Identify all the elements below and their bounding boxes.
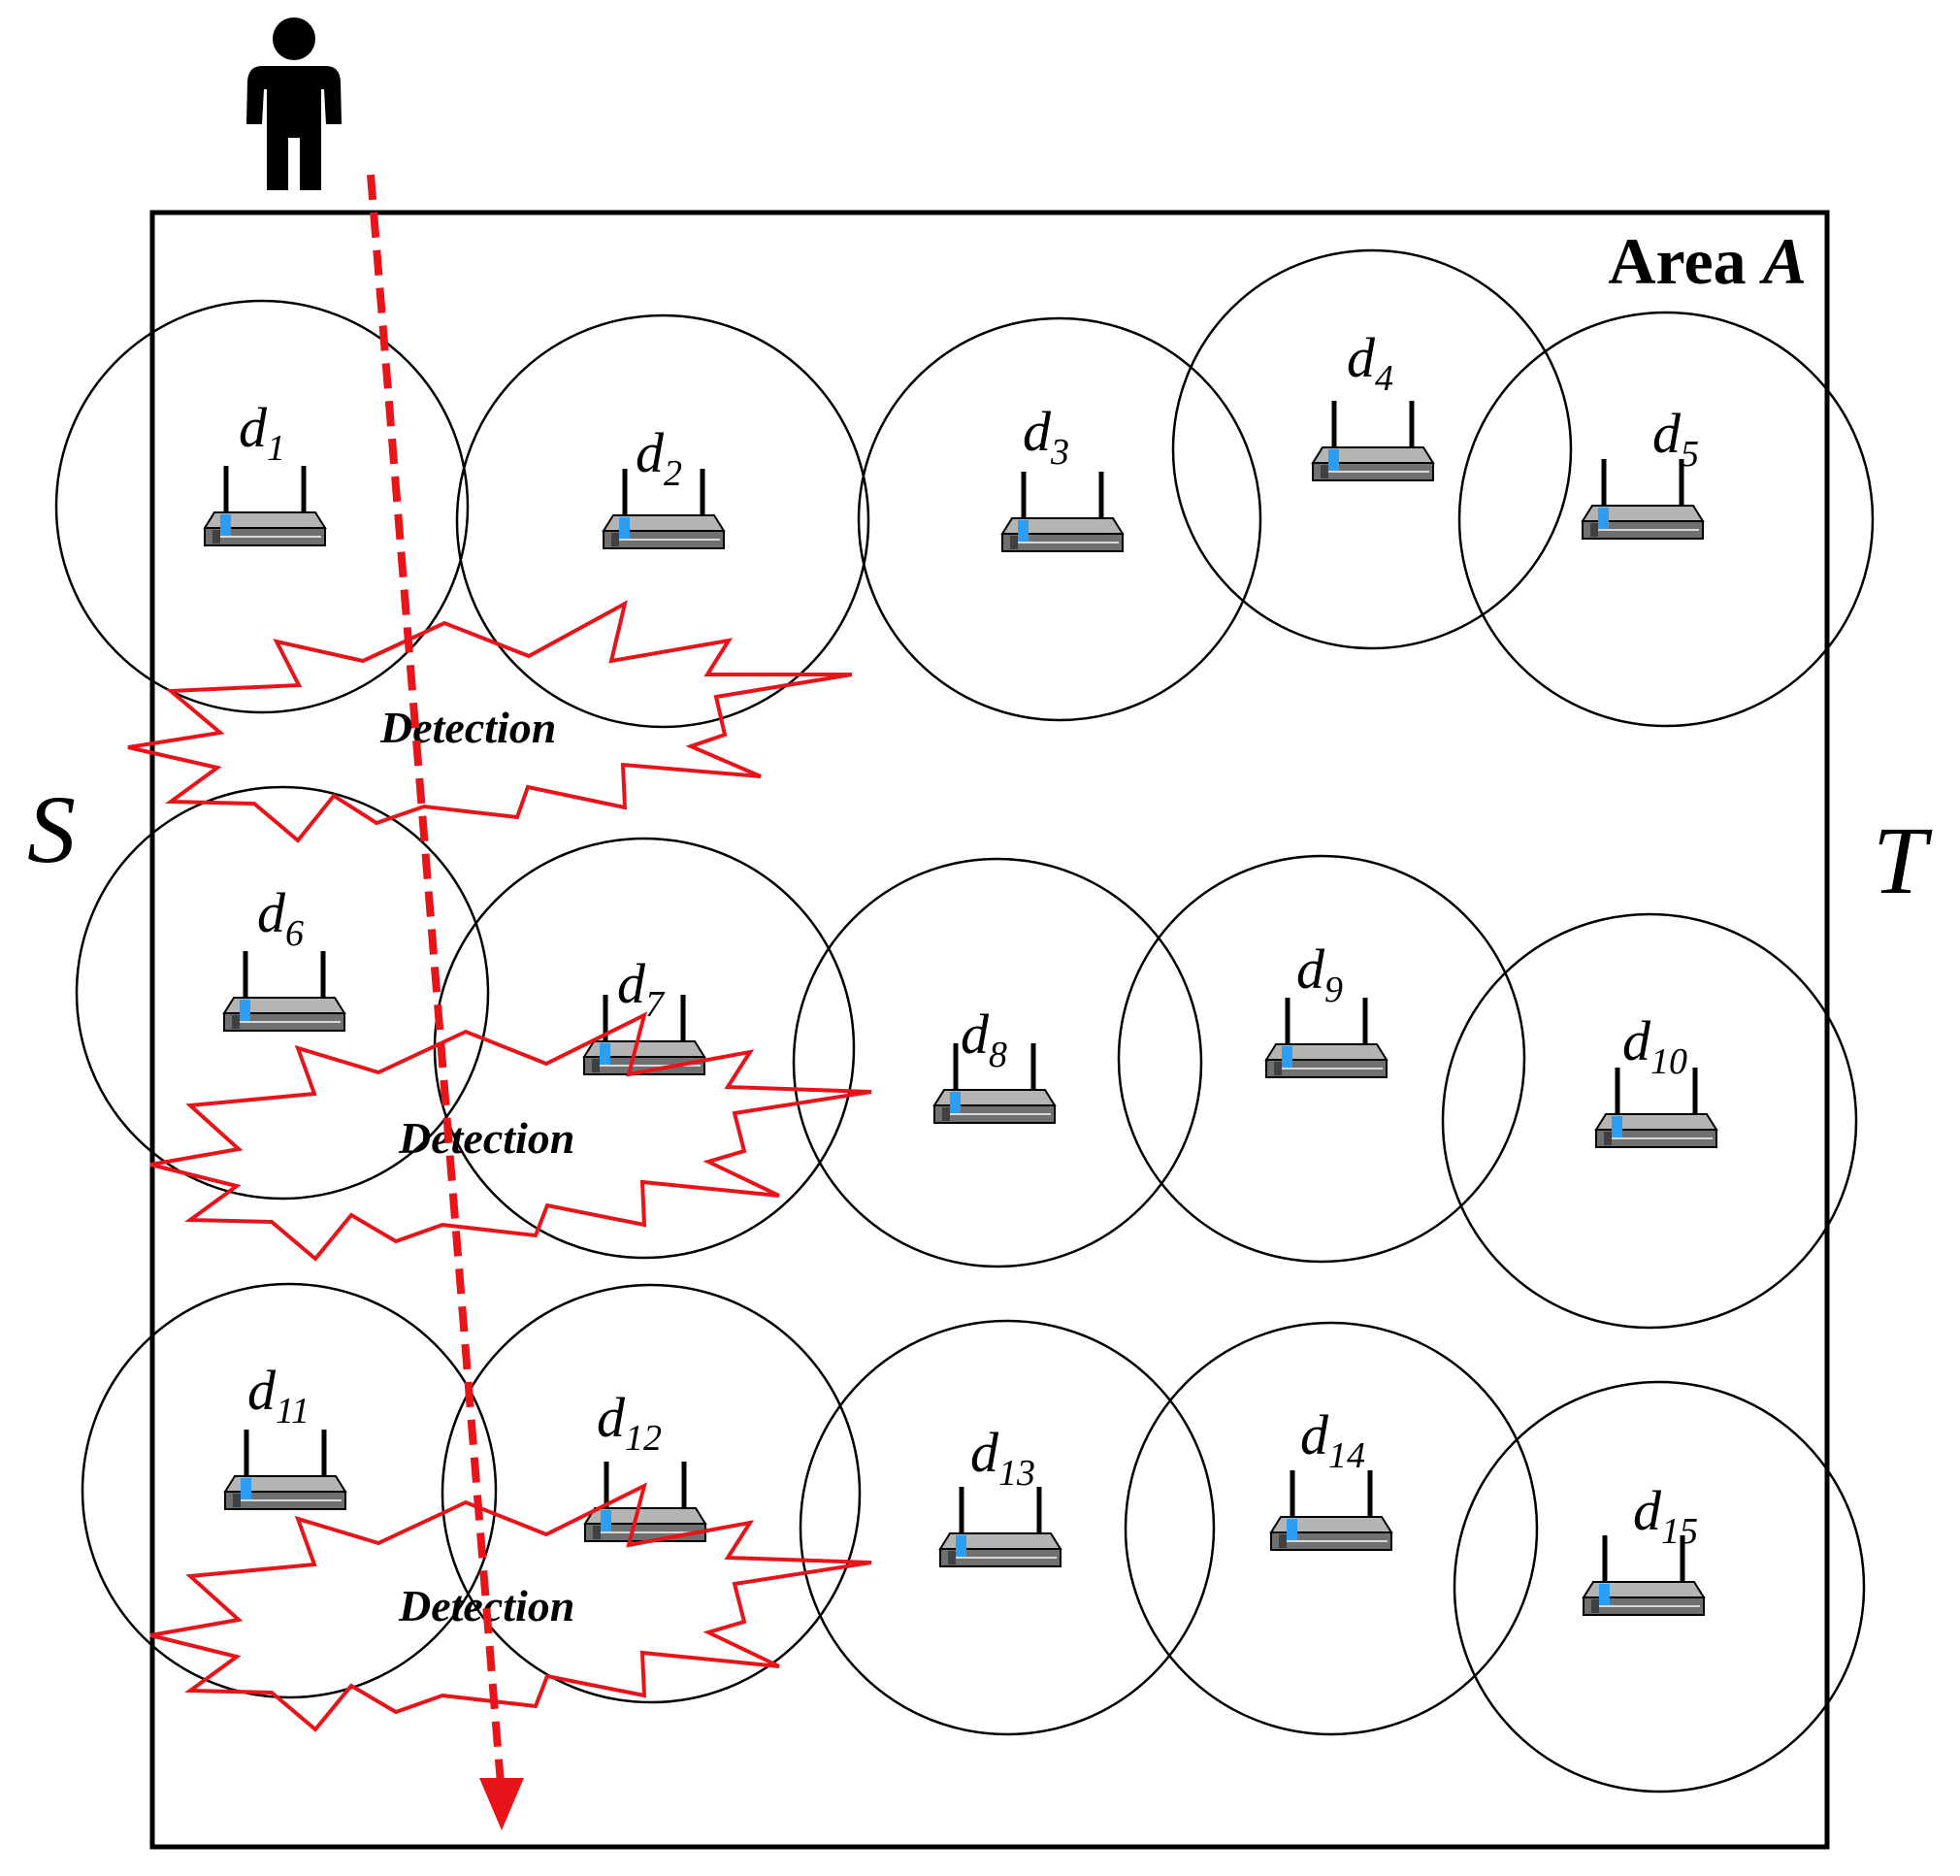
area-label: Area A [1608, 224, 1807, 298]
source-label: S [27, 775, 76, 883]
detection-labels: Detection Detection Detection [379, 703, 574, 1630]
device-labels: d1 d2 d3 d4 d5 d6 d7 d8 d9 d10 d11 d12 d… [239, 326, 1699, 1552]
coverage-circle-d9 [1117, 854, 1526, 1264]
person-icon [246, 17, 342, 190]
wireless-router-icon [585, 1462, 705, 1541]
coverage-circle-d1 [54, 299, 470, 714]
device-label-d13: d13 [970, 1421, 1035, 1494]
coverage-circle-d2 [455, 313, 870, 729]
wireless-router-icon [1002, 472, 1123, 551]
coverage-circle-d3 [857, 316, 1262, 722]
wireless-router-icon [940, 1487, 1061, 1566]
device-label-d11: d11 [247, 1359, 310, 1432]
coverage-circle-d10 [1441, 912, 1858, 1330]
detection-burst-bottom [149, 1482, 872, 1732]
device-label-d3: d3 [1023, 400, 1069, 473]
device-label-d4: d4 [1347, 326, 1393, 399]
intruder-path [367, 174, 524, 1830]
detection-label-mid: Detection [398, 1113, 574, 1163]
device-label-d5: d5 [1652, 402, 1699, 475]
path-line [367, 174, 505, 1785]
device-label-d6: d6 [257, 881, 304, 954]
wireless-router-icon [205, 466, 325, 545]
detection-burst-mid [149, 1011, 872, 1262]
path-arrowhead-icon [479, 1778, 524, 1830]
device-label-d1: d1 [239, 396, 285, 469]
coverage-circle-d4 [1171, 248, 1573, 650]
device-label-d12: d12 [597, 1386, 662, 1459]
coverage-circle-d5 [1457, 311, 1875, 728]
detection-burst-top [127, 600, 853, 843]
target-label: T [1873, 806, 1933, 914]
area-label-var: A [1759, 224, 1807, 298]
device-label-d9: d9 [1296, 938, 1343, 1010]
coverage-circles [54, 248, 1875, 1794]
device-label-d10: d10 [1622, 1009, 1687, 1082]
coverage-circle-d12 [441, 1283, 862, 1704]
wireless-router-icon [1313, 401, 1433, 480]
area-boundary [149, 210, 1830, 1850]
area-label-prefix: Area [1608, 224, 1762, 298]
coverage-circle-d13 [799, 1319, 1216, 1736]
coverage-circle-d6 [75, 785, 490, 1201]
device-label-d14: d14 [1300, 1403, 1365, 1476]
device-label-d2: d2 [636, 421, 682, 494]
wireless-router-icon [224, 951, 344, 1031]
device-label-d8: d8 [961, 1003, 1007, 1075]
coverage-circle-d15 [1453, 1380, 1866, 1794]
coverage-circle-d14 [1124, 1321, 1539, 1736]
coverage-circle-d11 [81, 1282, 498, 1699]
detection-label-top: Detection [379, 703, 556, 752]
device-label-d15: d15 [1633, 1479, 1698, 1552]
detection-bursts [127, 600, 872, 1732]
wireless-router-icon [1271, 1470, 1391, 1550]
wireless-router-icon [225, 1430, 345, 1509]
coverage-circle-d8 [792, 857, 1203, 1268]
device-label-d7: d7 [617, 952, 666, 1025]
